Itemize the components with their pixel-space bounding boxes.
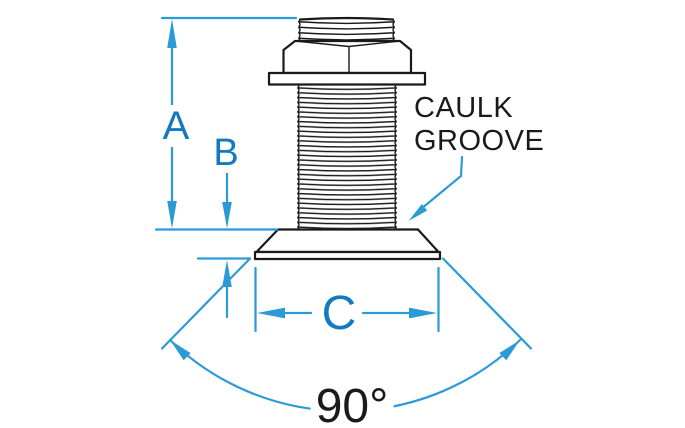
caulk-groove-callout: CAULK GROOVE (414, 92, 544, 158)
dim-b-label: B (210, 133, 242, 173)
backing-washer (267, 71, 427, 86)
dim-b-arrow-down (222, 202, 232, 229)
angle-arc-arrow-right (499, 340, 520, 361)
angle-line-right (441, 257, 533, 350)
angle-label: 90° (310, 383, 394, 428)
top-thread-cap (298, 16, 395, 21)
dim-a-arrow-up (167, 19, 177, 48)
dimension-annotations (154, 16, 533, 413)
dim-c-label: C (318, 289, 360, 339)
caulk-groove-callout-line1: CAULK (414, 92, 514, 124)
fitting-outline (253, 16, 442, 261)
angle-line-left (160, 257, 252, 350)
threaded-shaft (297, 85, 397, 230)
caulk-groove-leader (419, 155, 464, 211)
mushroom-head (255, 228, 440, 254)
dim-c-arrow-right (409, 307, 437, 319)
dim-c-arrow-left (257, 307, 285, 319)
angle-arc-arrow-left (170, 340, 191, 361)
mushroom-head-rim (253, 250, 442, 261)
dim-a-arrow-down (167, 201, 177, 229)
dim-a-label: A (159, 105, 193, 147)
caulk-groove-arrow (408, 204, 428, 221)
hex-nut-chamfer-lines (294, 40, 401, 73)
top-thread-section (298, 19, 395, 43)
caulk-groove-callout-line2: GROOVE (414, 125, 545, 157)
